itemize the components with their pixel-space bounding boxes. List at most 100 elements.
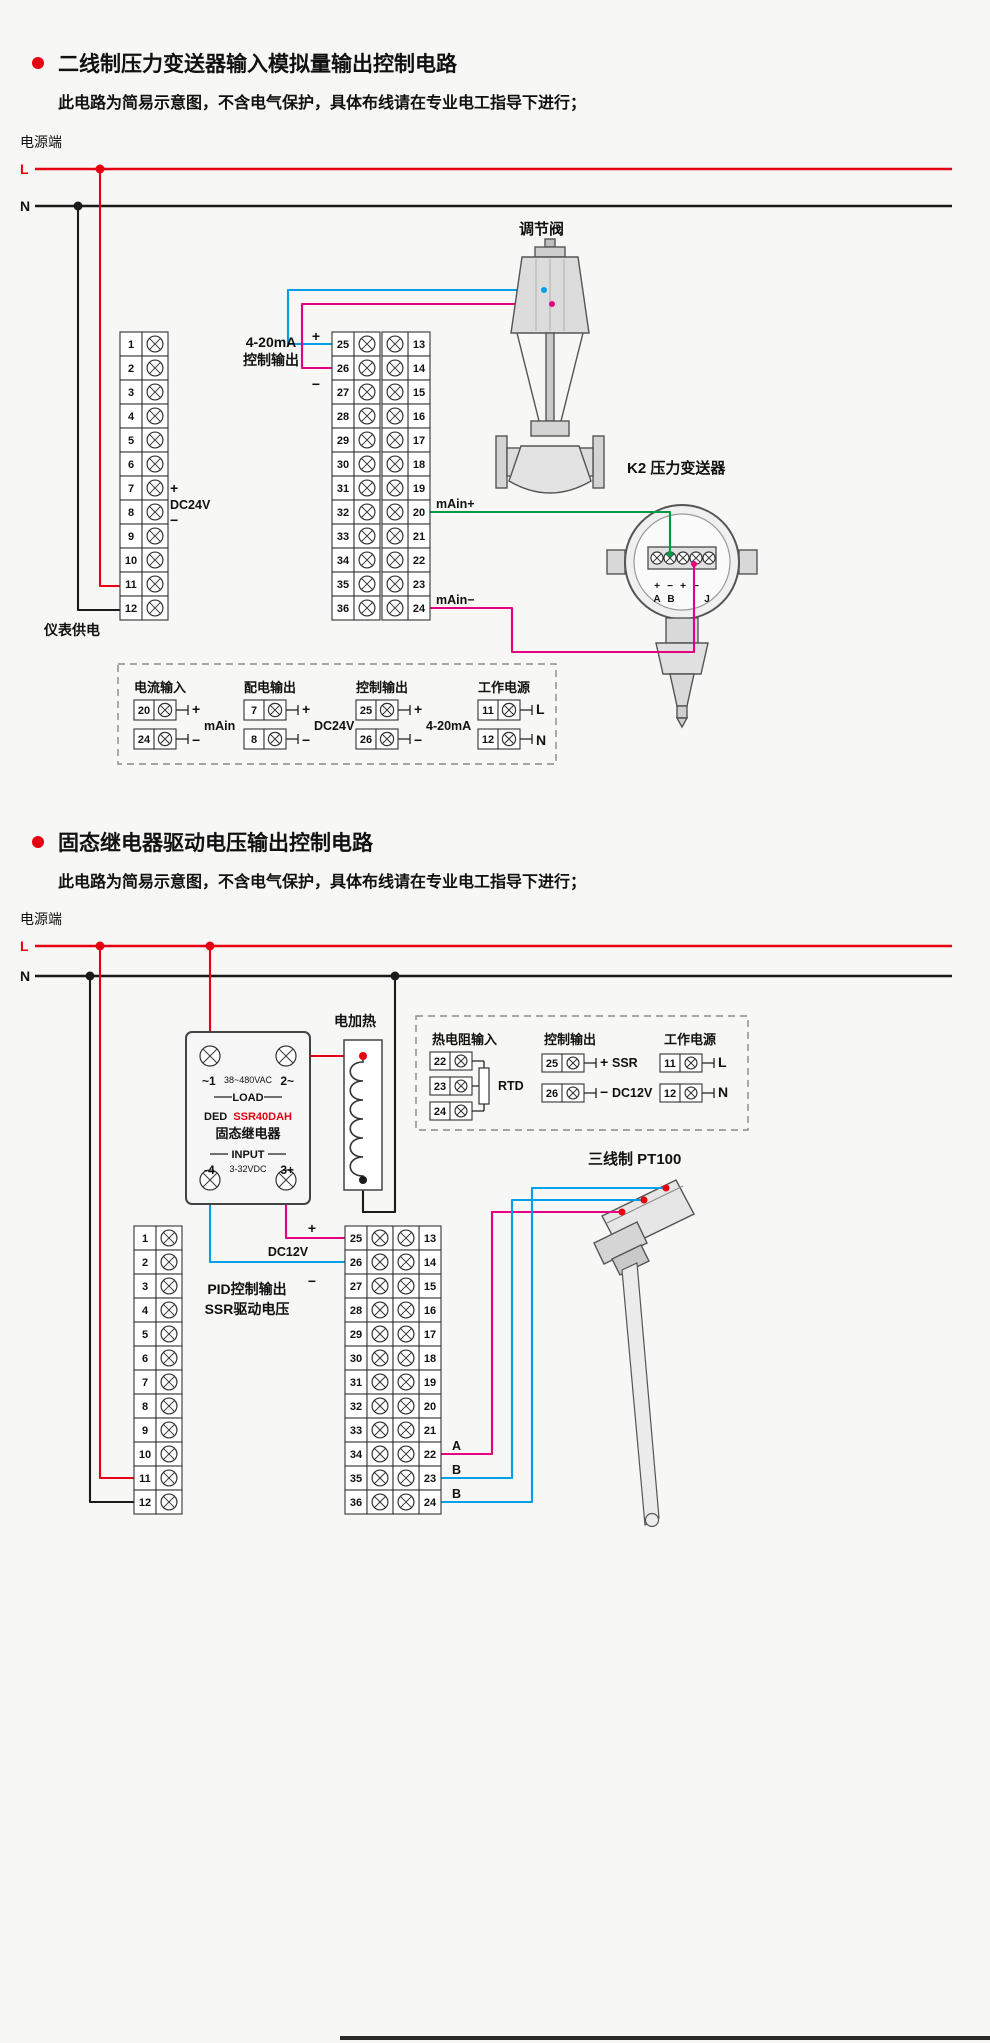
tx-sign-3: + xyxy=(680,581,686,592)
tx-sign-4: − xyxy=(693,581,699,592)
svg-text:27: 27 xyxy=(350,1281,362,1293)
svg-text:21: 21 xyxy=(413,531,425,543)
legend1-g2-label: DC24V xyxy=(314,719,355,733)
legend1-g3-plus: + xyxy=(414,701,422,717)
wire-heater-to-n xyxy=(361,976,397,1214)
svg-text:35: 35 xyxy=(350,1473,362,1485)
legend2-g1-stubs xyxy=(472,1060,485,1112)
svg-text:20: 20 xyxy=(424,1401,436,1413)
svg-text:16: 16 xyxy=(413,411,425,423)
dc24v-plus-sign: + xyxy=(170,480,178,496)
svg-text:23: 23 xyxy=(434,1081,446,1093)
rtd-wire-b2-label: B xyxy=(452,1487,461,1501)
svg-text:14: 14 xyxy=(413,363,426,375)
legend1-g3-title: 控制输出 xyxy=(356,680,408,695)
section1: 二线制压力变送器输入模拟量输出控制电路 此电路为简易示意图，不含电气保护，具体布… xyxy=(20,52,952,765)
wire-rtd-b2 xyxy=(441,1186,664,1504)
line-l-label: L xyxy=(20,938,29,954)
power-terminal-label: 电源端 xyxy=(20,134,62,150)
svg-text:26: 26 xyxy=(360,734,372,746)
svg-text:25: 25 xyxy=(360,705,372,717)
svg-text:12: 12 xyxy=(139,1497,151,1509)
svg-text:16: 16 xyxy=(424,1305,436,1317)
legend1-g2-strip: 78 xyxy=(243,699,287,750)
legend1-g1-minus: − xyxy=(192,732,200,748)
ssr-brand: DED xyxy=(204,1111,227,1123)
svg-text:34: 34 xyxy=(337,555,350,567)
tx-letter-a: A xyxy=(653,594,660,605)
wire-output-plus-to-valve xyxy=(286,288,544,346)
svg-text:2: 2 xyxy=(142,1257,148,1269)
legend1-g1-plus: + xyxy=(192,701,200,717)
svg-text:24: 24 xyxy=(413,603,426,615)
junction-dot xyxy=(95,941,105,951)
ssr-terminal-3 xyxy=(275,1169,297,1191)
legend2-g2-stubs xyxy=(584,1058,597,1098)
tx-terminal-dot xyxy=(667,551,673,557)
pt100-head-line xyxy=(606,1185,684,1224)
svg-text:5: 5 xyxy=(142,1329,148,1341)
legend2-g3-stubs xyxy=(702,1058,715,1098)
svg-text:32: 32 xyxy=(350,1401,362,1413)
svg-text:25: 25 xyxy=(337,339,349,351)
solid-state-relay: ~1 38~480VAC 2~ LOAD DED SSR40DAH 固态继电器 … xyxy=(185,1031,311,1205)
svg-text:3: 3 xyxy=(142,1281,148,1293)
wire-rtd-b1 xyxy=(441,1198,642,1480)
svg-text:11: 11 xyxy=(125,579,137,591)
svg-text:36: 36 xyxy=(337,603,349,615)
pt100-label: 三线制 PT100 xyxy=(588,1150,681,1168)
ssr-load-label: LOAD xyxy=(232,1092,263,1104)
pid-label-line1: PID控制输出 xyxy=(207,1281,286,1297)
svg-text:12: 12 xyxy=(482,734,494,746)
legend2-g2-minus: − xyxy=(600,1084,608,1100)
legend2-g2-plus: + xyxy=(600,1054,608,1070)
svg-text:22: 22 xyxy=(413,555,425,567)
svg-text:24: 24 xyxy=(424,1497,437,1509)
svg-text:3: 3 xyxy=(128,387,134,399)
svg-text:31: 31 xyxy=(337,483,349,495)
svg-text:7: 7 xyxy=(128,483,134,495)
pt100-terminal-dot xyxy=(662,1184,670,1192)
svg-text:15: 15 xyxy=(413,387,425,399)
power-terminal-label: 电源端 xyxy=(20,911,62,927)
dc24v-label: DC24V xyxy=(170,498,211,512)
svg-text:30: 30 xyxy=(350,1353,362,1365)
svg-text:28: 28 xyxy=(350,1305,362,1317)
junction-dot xyxy=(85,971,95,981)
svg-text:1: 1 xyxy=(128,339,134,351)
svg-text:9: 9 xyxy=(142,1425,148,1437)
dc12v-minus-sign: − xyxy=(308,1273,316,1289)
legend1-g2-minus: − xyxy=(302,732,310,748)
pressure-transmitter: K2 压力变送器 + − + − A B J xyxy=(606,459,758,729)
ctrl-minus-sign: − xyxy=(312,376,320,392)
svg-text:15: 15 xyxy=(424,1281,436,1293)
main-minus-label: mAin− xyxy=(436,593,475,607)
svg-text:14: 14 xyxy=(424,1257,437,1269)
svg-text:26: 26 xyxy=(546,1088,558,1100)
wire-main-plus xyxy=(430,510,672,552)
pt100-probe-tip xyxy=(644,1512,660,1528)
legend2-g2-label2: DC12V xyxy=(612,1086,653,1100)
legend1-g1-title: 电流输入 xyxy=(134,680,186,695)
meter-supply-label: 仪表供电 xyxy=(43,622,100,638)
svg-text:6: 6 xyxy=(128,459,134,471)
svg-text:11: 11 xyxy=(664,1058,676,1070)
ssr-name: 固态继电器 xyxy=(215,1126,281,1141)
junction-dot xyxy=(95,164,105,174)
pt100-sensor: 三线制 PT100 xyxy=(588,1150,695,1528)
wire-l-to-terminal11 xyxy=(98,946,134,1480)
ctrl-output-line1: 4-20mA xyxy=(246,334,297,350)
wire-output-minus-to-valve xyxy=(300,302,552,370)
wire-n-to-terminal12 xyxy=(76,206,120,612)
legend2-g3-l: L xyxy=(718,1054,727,1070)
section2-subtitle: 此电路为简易示意图，不含电气保护，具体布线请在专业电工指导下进行； xyxy=(58,872,586,891)
ssr-model: SSR40DAH xyxy=(233,1111,292,1123)
